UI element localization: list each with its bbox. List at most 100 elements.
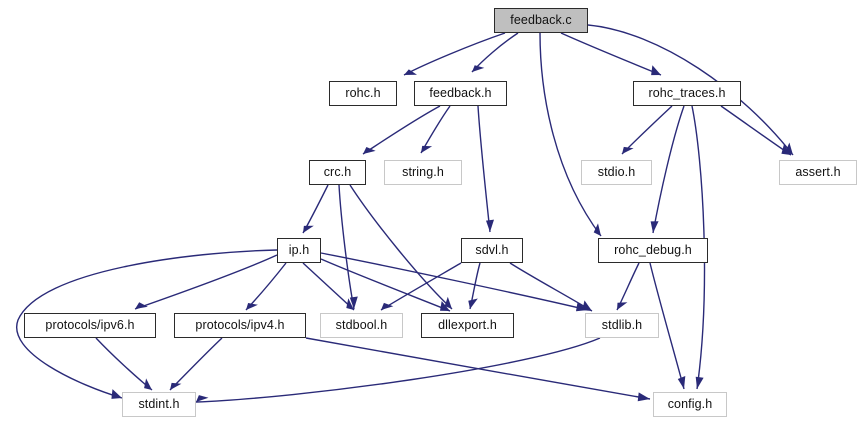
edge-rohc_traces_h-to-assert_h — [720, 105, 792, 156]
edge-line — [15, 249, 278, 399]
edge-ip_h-to-protocols_ipv4_h — [245, 262, 287, 311]
edge-line — [560, 32, 662, 76]
graph-node-crc_h[interactable]: crc.h — [309, 160, 366, 185]
edge-ip_h-to-stdint_h — [15, 249, 278, 399]
edge-feedback_h-to-crc_h — [362, 105, 441, 155]
arrow-head-icon — [381, 302, 394, 310]
graph-node-feedback_c[interactable]: feedback.c — [494, 8, 588, 33]
graph-node-rohc_traces_h[interactable]: rohc_traces.h — [633, 81, 741, 106]
edge-line — [621, 105, 673, 155]
graph-node-rohc_h[interactable]: rohc.h — [329, 81, 397, 106]
edge-stdlib_h-to-stdint_h — [195, 337, 601, 403]
arrow-head-icon — [650, 221, 659, 233]
edge-sdvl_h-to-stdlib_h — [509, 262, 593, 312]
arrow-head-icon — [582, 300, 592, 311]
graph-node-label: dllexport.h — [438, 318, 497, 333]
graph-node-label: sdvl.h — [475, 243, 509, 258]
arrow-head-icon — [651, 65, 661, 76]
graph-node-label: rohc_traces.h — [648, 86, 726, 101]
edge-line — [649, 262, 685, 390]
edge-ip_h-to-stdbool_h — [302, 262, 355, 311]
arrow-head-icon — [404, 69, 417, 75]
edge-ip_h-to-protocols_ipv6_h — [134, 254, 278, 310]
arrow-head-icon — [349, 296, 358, 309]
graph-node-protocols_ipv4_h[interactable]: protocols/ipv4.h — [174, 313, 306, 338]
edge-line — [320, 252, 589, 311]
graph-node-label: string.h — [402, 165, 444, 180]
edge-line — [95, 337, 153, 391]
edge-line — [305, 337, 651, 400]
edge-crc_h-to-ip_h — [302, 184, 329, 234]
edge-ip_h-to-stdlib_h — [320, 252, 589, 312]
edge-rohc_traces_h-to-stdio_h — [621, 105, 673, 155]
graph-node-label: stdbool.h — [335, 318, 388, 333]
graph-node-label: ip.h — [288, 243, 310, 258]
arrow-head-icon — [472, 65, 485, 72]
edge-feedback_c-to-rohc_traces_h — [560, 32, 662, 76]
graph-node-protocols_ipv6_h[interactable]: protocols/ipv6.h — [24, 313, 156, 338]
graph-node-label: stdlib.h — [601, 318, 643, 333]
edge-feedback_h-to-sdvl_h — [477, 105, 494, 233]
arrow-head-icon — [346, 298, 354, 310]
graph-node-stdio_h[interactable]: stdio.h — [581, 160, 652, 185]
arrow-head-icon — [695, 376, 704, 389]
arrow-head-icon — [303, 225, 314, 233]
graph-node-stdint_h[interactable]: stdint.h — [122, 392, 196, 417]
graph-node-label: config.h — [667, 397, 713, 412]
graph-node-string_h[interactable]: string.h — [384, 160, 462, 185]
arrow-head-icon — [144, 378, 152, 390]
arrow-head-icon — [781, 144, 791, 155]
graph-node-label: feedback.h — [429, 86, 492, 101]
graph-node-dllexport_h[interactable]: dllexport.h — [421, 313, 514, 338]
edge-line — [587, 24, 794, 156]
arrow-head-icon — [111, 389, 122, 399]
graph-node-stdlib_h[interactable]: stdlib.h — [585, 313, 659, 338]
graph-node-label: crc.h — [323, 165, 352, 180]
edge-sdvl_h-to-stdbool_h — [380, 262, 462, 311]
edge-line — [652, 105, 685, 234]
arrow-head-icon — [677, 376, 686, 389]
arrow-head-icon — [637, 392, 650, 402]
graph-node-stdbool_h[interactable]: stdbool.h — [320, 313, 403, 338]
graph-node-label: protocols/ipv4.h — [195, 318, 285, 333]
graph-node-label: feedback.c — [510, 13, 572, 28]
graph-node-label: stdint.h — [138, 397, 180, 412]
edge-line — [338, 184, 355, 310]
edge-line — [134, 254, 278, 310]
edge-feedback_c-to-feedback_h — [471, 32, 519, 73]
edge-line — [477, 105, 491, 233]
edge-feedback_h-to-string_h — [420, 105, 451, 154]
graph-node-config_h[interactable]: config.h — [653, 392, 727, 417]
arrow-head-icon — [440, 301, 450, 311]
edge-line — [320, 258, 451, 312]
graph-node-sdvl_h[interactable]: sdvl.h — [461, 238, 523, 263]
arrow-head-icon — [444, 296, 452, 309]
edge-ip_h-to-dllexport_h — [320, 258, 451, 312]
edge-line — [539, 32, 602, 237]
edge-rohc_traces_h-to-rohc_debug_h — [650, 105, 685, 234]
edge-line — [349, 184, 453, 310]
arrow-head-icon — [421, 145, 433, 153]
arrow-head-icon — [170, 382, 182, 390]
arrow-head-icon — [593, 223, 601, 236]
graph-node-assert_h[interactable]: assert.h — [779, 160, 857, 185]
graph-node-feedback_h[interactable]: feedback.h — [414, 81, 507, 106]
edge-line — [245, 262, 287, 311]
edge-rohc_debug_h-to-config_h — [649, 262, 686, 390]
graph-node-rohc_debug_h[interactable]: rohc_debug.h — [598, 238, 708, 263]
graph-node-ip_h[interactable]: ip.h — [277, 238, 321, 263]
edge-line — [169, 337, 223, 391]
graph-node-label: protocols/ipv6.h — [45, 318, 135, 333]
arrow-head-icon — [246, 303, 258, 310]
edge-feedback_c-to-rohc_debug_h — [539, 32, 602, 237]
edge-line — [691, 105, 706, 390]
edge-line — [509, 262, 593, 312]
edge-protocols_ipv6_h-to-stdint_h — [95, 337, 153, 391]
graph-node-label: rohc_debug.h — [614, 243, 692, 258]
edge-sdvl_h-to-dllexport_h — [468, 262, 481, 310]
arrow-head-icon — [196, 395, 209, 402]
arrow-head-icon — [622, 146, 634, 154]
arrow-head-icon — [135, 302, 148, 309]
